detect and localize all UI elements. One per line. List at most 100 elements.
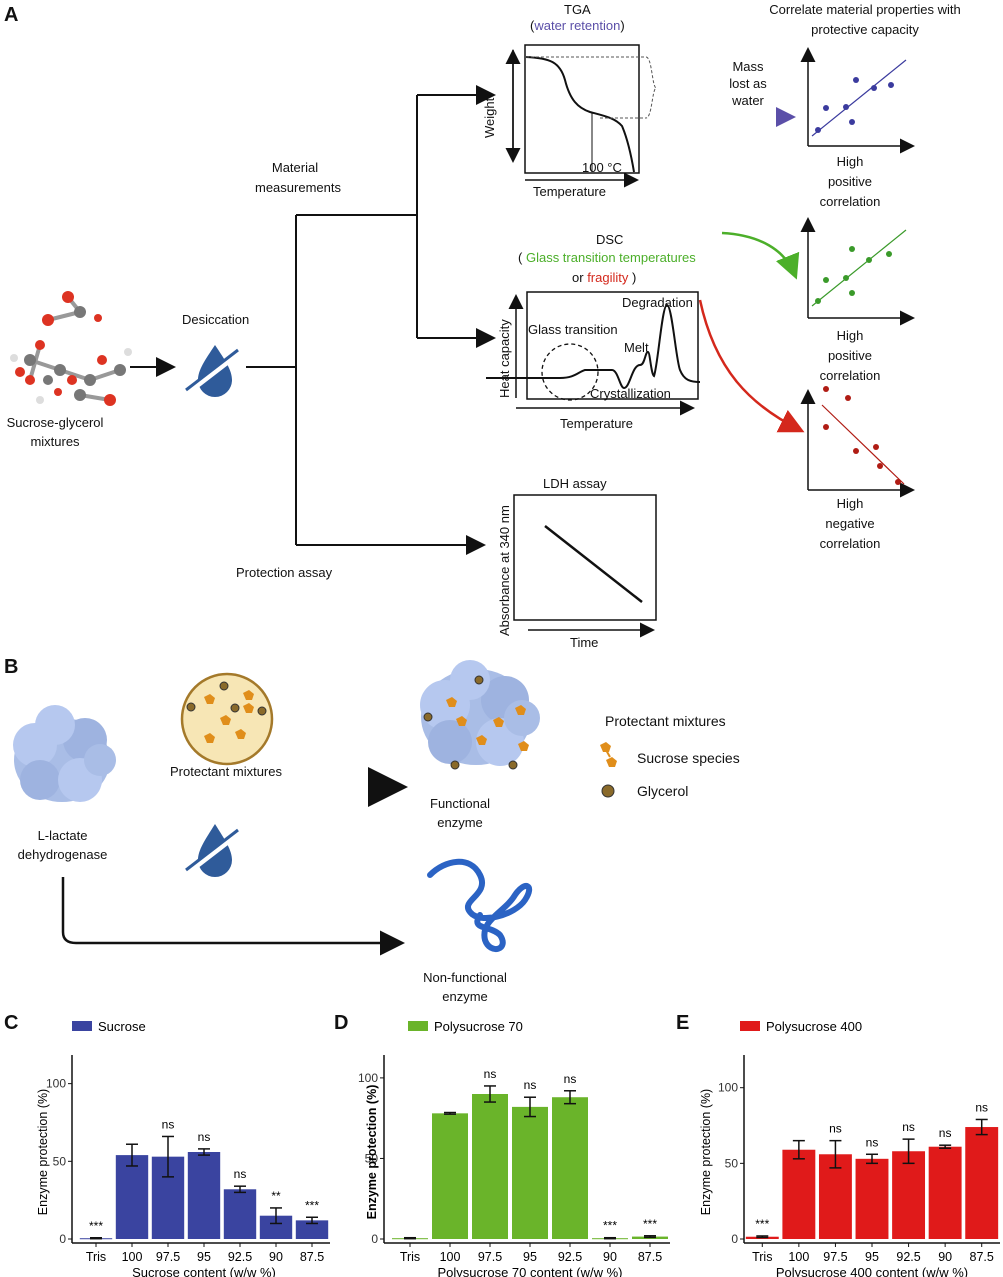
correlation-plot-3 [800,386,915,498]
significance-label: ns [162,1117,175,1131]
panel-c-letter: C [4,1012,19,1034]
tga-plot [505,44,658,188]
significance-label: *** [305,1198,319,1212]
bar [115,1155,149,1239]
legend-label: Sucrose [98,1019,146,1034]
bar [223,1189,257,1239]
legend-title: Protectant mixtures [605,713,726,729]
x-tick-label: 92.5 [896,1250,920,1264]
panel-e-letter: E [676,1012,690,1034]
x-tick-label: 97.5 [823,1250,847,1264]
significance-label: ns [484,1067,497,1081]
y-tick-label: 100 [358,1071,378,1085]
ldh-xlabel: Time [570,635,599,650]
y-axis-label: Enzyme protection (%) [699,1089,713,1215]
dsc-crystallization: Crystallization [590,386,671,401]
correlation-plot-2 [800,217,915,326]
x-tick-label: Tris [752,1250,772,1264]
legend-swatch [72,1021,92,1031]
bar [259,1215,293,1239]
panel-a-diagram [10,44,915,638]
significance-label: ns [902,1120,915,1134]
y-tick-label: 100 [718,1081,738,1095]
bar [472,1094,508,1239]
significance-label: ns [564,1072,577,1086]
x-tick-label: 100 [122,1250,143,1264]
bar [965,1127,999,1239]
ldh-ylabel: Absorbance at 340 nm [497,505,512,636]
y-tick-label: 0 [731,1232,738,1246]
x-axis-label: Polysucrose 400 content (w/w %) [776,1265,968,1277]
bar [855,1158,889,1239]
x-axis-label: Sucrose content (w/w %) [132,1265,276,1277]
x-tick-label: 95 [197,1250,211,1264]
x-tick-label: 90 [938,1250,952,1264]
significance-label: ns [234,1167,247,1181]
panel-d-letter: D [334,1012,349,1034]
bar [295,1220,329,1239]
molecule-illustration [10,291,132,406]
correlation-plot-1 [800,47,915,154]
x-tick-label: 87.5 [970,1250,994,1264]
x-tick-label: 95 [865,1250,879,1264]
x-tick-label: 92.5 [558,1250,582,1264]
significance-label: ns [866,1135,879,1149]
y-tick-label: 50 [725,1156,739,1170]
dsc-xlabel: Temperature [560,416,633,431]
x-tick-label: Tris [86,1250,106,1264]
significance-label: *** [755,1217,769,1231]
legend-swatch [740,1021,760,1031]
dsc-subtitle-line2: or fragility ) [572,270,637,285]
protection-assay-label: Protection assay [236,565,333,580]
x-tick-label: 87.5 [300,1250,324,1264]
tga-marker: 100 °C [582,160,622,175]
dsc-melt: Melt [624,340,649,355]
bar [552,1097,588,1239]
legend-swatch [408,1021,428,1031]
bar [782,1149,816,1239]
y-tick-label: 50 [365,1151,379,1165]
tga-ylabel: Weight [482,97,497,138]
significance-label: ** [271,1189,281,1203]
tga-xlabel: Temperature [533,184,606,199]
no-water-drop-icon [185,345,242,397]
dsc-subtitle-line1: ( Glass transition temperatures [518,250,696,265]
unfolded-enzyme-line [427,858,533,952]
dsc-ylabel: Heat capacity [497,319,512,398]
panel-b-letter: B [4,656,19,678]
dsc-title: DSC [596,232,624,247]
x-tick-label: 92.5 [228,1250,252,1264]
x-tick-label: 90 [603,1250,617,1264]
significance-label: *** [603,1219,617,1233]
y-tick-label: 100 [46,1077,66,1091]
x-tick-label: 90 [269,1250,283,1264]
tga-subtitle: (water retention) [530,18,625,33]
protectant-mixtures-label: Protectant mixtures [170,764,282,779]
bar [892,1151,926,1239]
significance-label: ns [939,1126,952,1140]
legend-label: Polysucrose 70 [434,1019,523,1034]
legend-sucrose-label: Sucrose species [637,750,740,766]
significance-label: ns [198,1130,211,1144]
dsc-plot [486,291,701,416]
x-tick-label: 100 [788,1250,809,1264]
panel-a-letter: A [4,4,19,26]
y-axis-label: Enzyme protection (%) [365,1085,379,1220]
significance-label: ns [829,1122,842,1136]
no-water-drop-icon-b [185,824,242,877]
y-tick-label: 0 [371,1232,378,1246]
significance-label: ns [975,1100,988,1114]
dsc-glass-transition: Glass transition [528,322,618,337]
bar [928,1146,962,1239]
